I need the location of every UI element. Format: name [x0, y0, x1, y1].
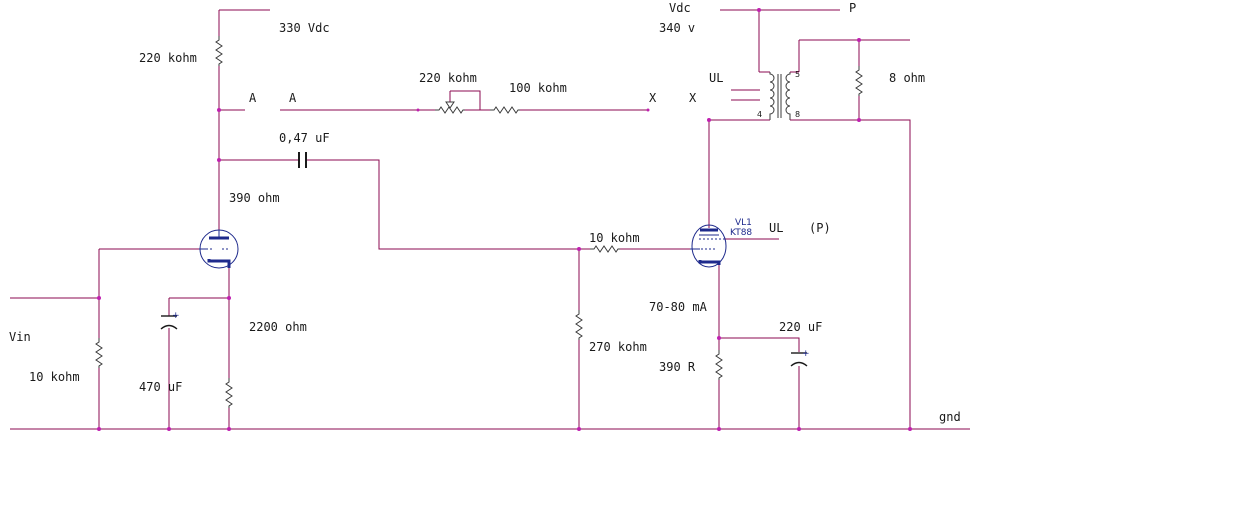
label-cap-047: 0,47 uF: [279, 131, 330, 145]
output-transformer: 4 5 8: [757, 70, 800, 121]
junction-dot: [717, 427, 721, 431]
junction-dot: [757, 8, 761, 12]
label-r-10k-grid: 10 kohm: [589, 231, 640, 245]
junction-dot: [97, 296, 101, 300]
tube-output: VL1 KT88: [690, 218, 752, 268]
label-v-340: 340 v: [659, 21, 695, 35]
label-cap-220: 220 uF: [779, 320, 822, 334]
junction-dot: [797, 427, 801, 431]
resistor-10k-grid: [590, 245, 620, 253]
wire-pot-wiper: [450, 90, 481, 110]
label-ul-trafo: UL: [709, 71, 723, 85]
label-node-x-left: X: [649, 91, 657, 105]
label-supply-330: 330 Vdc: [279, 21, 330, 35]
potentiometer-wiper-arrow: [445, 101, 455, 109]
tube-output-cathode: [698, 260, 721, 265]
junction-dot: [217, 108, 221, 112]
label-gnd: gnd: [939, 410, 961, 424]
label-pot-220k: 220 kohm: [419, 71, 477, 85]
junction-dot: [857, 118, 861, 122]
wire-secondary-to-ground: [799, 119, 911, 429]
transformer-pin-5: 5: [795, 70, 800, 79]
junction-dot: [717, 336, 721, 340]
wires: [10, 9, 970, 430]
potentiometer-220k: [435, 106, 465, 114]
label-vin: Vin: [9, 330, 31, 344]
label-r-8ohm: 8 ohm: [889, 71, 925, 85]
junction-dot: [167, 427, 171, 431]
labels: 330 Vdc 220 kohm A A 220 kohm 100 kohm X…: [9, 1, 961, 424]
label-p-top: P: [849, 1, 856, 15]
capacitor-220-plate-b: [790, 361, 808, 367]
transformer-secondary: [785, 72, 791, 120]
label-r-100k: 100 kohm: [509, 81, 567, 95]
junction-dot: [577, 427, 581, 431]
wire-220uf-top: [719, 337, 800, 352]
label-current: 70-80 mA: [649, 300, 708, 314]
junction-dot: [227, 427, 231, 431]
resistor-390r: [715, 350, 723, 380]
junction-dot: [97, 427, 101, 431]
label-r-390ohm: 390 ohm: [229, 191, 280, 205]
label-r-2200: 2200 ohm: [249, 320, 307, 334]
label-vdc: Vdc: [669, 1, 691, 15]
junction-dot: [416, 108, 420, 112]
tube-output-ref: VL1: [735, 218, 752, 228]
label-node-x-right: X: [689, 91, 697, 105]
tube-output-envelope: [691, 224, 727, 268]
tube-preamp: [199, 229, 239, 269]
label-r-10k-in: 10 kohm: [29, 370, 80, 384]
capacitor-470-plus: +: [172, 311, 180, 321]
capacitor-470-plate-b: [160, 324, 178, 330]
junction-dot: [577, 247, 581, 251]
junction-dot: [908, 427, 912, 431]
tube-output-type: KT88: [730, 228, 752, 238]
label-node-a-right: A: [289, 91, 297, 105]
junction-dots: [97, 8, 912, 431]
resistor-270k: [575, 310, 583, 340]
junction-dot: [227, 296, 231, 300]
label-r-270k: 270 kohm: [589, 340, 647, 354]
transformer-pin-4: 4: [757, 110, 762, 119]
resistor-2200: [225, 378, 233, 408]
tube-preamp-cathode: [207, 259, 231, 268]
capacitor-220-plus: +: [802, 349, 810, 359]
label-r-220k-top: 220 kohm: [139, 51, 197, 65]
label-ul-tube: UL: [769, 221, 783, 235]
junction-dot: [707, 118, 711, 122]
resistors: [95, 36, 863, 408]
resistor-100k: [490, 106, 520, 114]
resistor-10k-input: [95, 338, 103, 368]
transformer-primary: [769, 72, 775, 120]
junction-dot: [217, 158, 221, 162]
label-cap-470: 470 uF: [139, 380, 182, 394]
resistor-220k-top: [215, 36, 223, 66]
junction-dot: [646, 108, 650, 112]
resistor-8ohm: [855, 66, 863, 96]
label-r-390r: 390 R: [659, 360, 696, 374]
wire-cap-right-to-grid: [306, 159, 590, 250]
transformer-pin-8: 8: [795, 110, 800, 119]
label-p-tube: (P): [809, 221, 831, 235]
label-node-a-left: A: [249, 91, 257, 105]
capacitors: + +: [160, 152, 810, 367]
junction-dot: [857, 38, 861, 42]
